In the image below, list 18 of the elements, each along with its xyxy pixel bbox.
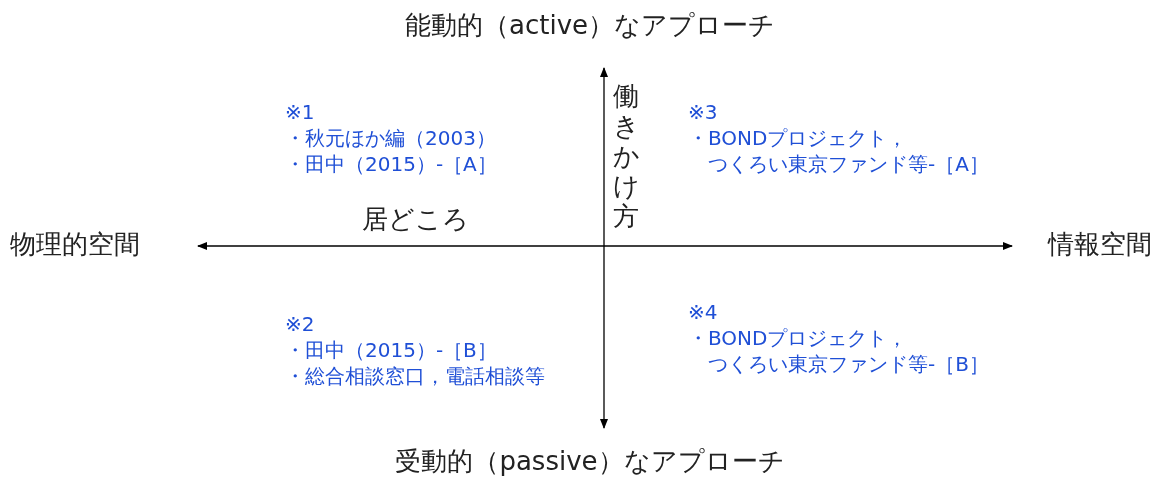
axis-title: 物理的空間 bbox=[10, 229, 140, 261]
axis-title: 居どころ bbox=[362, 204, 469, 236]
reference-text: ・総合相談窓口，電話相談等 bbox=[285, 364, 545, 388]
reference-text: つくろい東京ファンド等-［A］ bbox=[708, 152, 989, 176]
axis-title: 受動的（passive）なアプローチ bbox=[395, 446, 785, 477]
axis-title: 情報空間 bbox=[1048, 229, 1152, 261]
note-mark: ※3 bbox=[688, 100, 718, 124]
reference-text: ・BONDプロジェクト， bbox=[688, 126, 908, 150]
note-mark: ※2 bbox=[285, 312, 315, 336]
reference-text: ・BONDプロジェクト， bbox=[688, 326, 908, 350]
reference-text: ・田中（2015）-［B］ bbox=[285, 338, 497, 362]
note-mark: ※4 bbox=[688, 300, 718, 324]
axis-title: 能動的（active）なアプローチ bbox=[405, 10, 775, 42]
reference-text: ・田中（2015）-［A］ bbox=[285, 152, 497, 176]
note-mark: ※1 bbox=[285, 100, 315, 124]
reference-text: つくろい東京ファンド等-［B］ bbox=[708, 352, 989, 376]
axis-title: 働きかけ方 bbox=[612, 82, 641, 232]
reference-text: ・秋元ほか編（2003） bbox=[285, 126, 496, 150]
